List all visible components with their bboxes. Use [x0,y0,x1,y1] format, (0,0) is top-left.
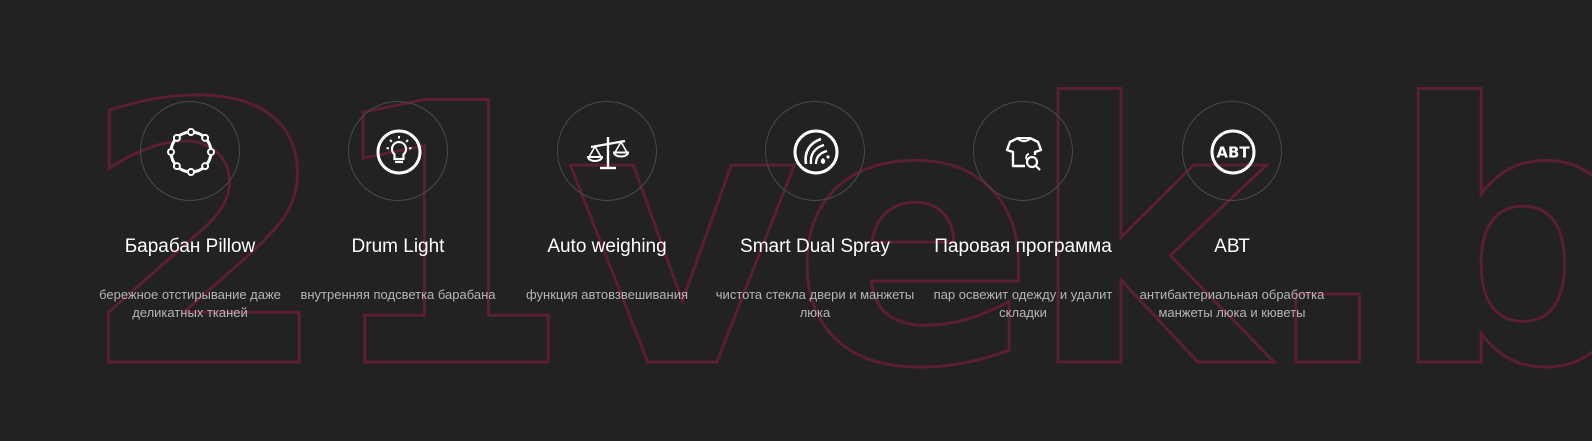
lightbulb-icon [376,129,422,175]
feature-title: Drum Light [351,236,445,257]
feature-title: Smart Dual Spray [740,236,890,257]
feature-icon-circle: АВТ [1182,101,1282,201]
drum-pillow-icon [167,128,215,176]
shirt-steam-icon [1005,136,1043,171]
features-row: Барабан Pillow бережное отстирывание даж… [90,101,1340,401]
water-spray-icon [793,129,839,175]
feature-description: внутренняя подсветка барабана [300,287,496,302]
feature-description: чистота стекла двери и манжеты люка [715,287,915,320]
feature-title: Auto weighing [547,236,667,257]
feature-icon-circle [140,101,240,201]
feature-icon-circle [557,101,657,201]
feature-description: бережное отстирывание даже деликатных тк… [99,287,281,320]
feature-icon-circle [973,101,1073,201]
feature-description: функция автовзвешивания [525,287,689,302]
feature-description: антибактериальная обработка манжеты люка… [1139,287,1325,320]
abt-icon: АВТ [1210,129,1256,175]
abt-icon-text: АВТ [1216,144,1250,162]
feature-icon-circle [348,101,448,201]
feature-icon-circle [765,101,865,201]
feature-title: Барабан Pillow [124,236,256,257]
feature-description: пар освежит одежду и удалит складки [933,287,1113,320]
feature-title: АВТ [1214,236,1250,257]
scales-icon [586,137,630,170]
feature-title: Паровая программа [934,236,1112,257]
